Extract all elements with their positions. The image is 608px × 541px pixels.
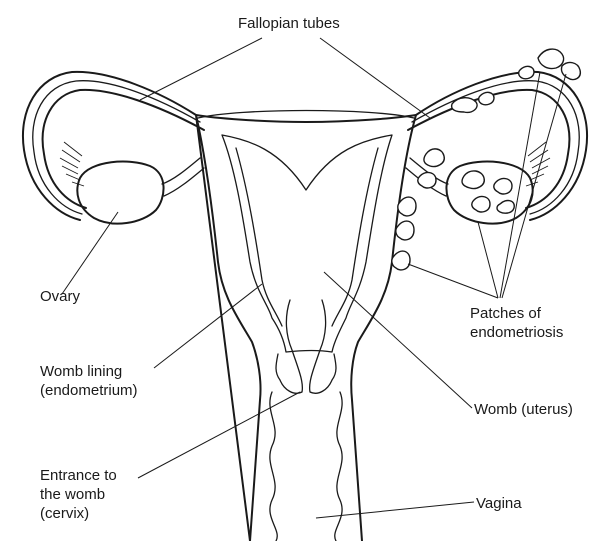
- uterus-fundus-line: [198, 111, 414, 119]
- left-ligament-lower: [164, 168, 204, 196]
- patch-ligament-2: [418, 173, 436, 188]
- patch-tube-mid-2: [479, 92, 494, 104]
- leader-womb-lining: [154, 284, 262, 368]
- label-entrance-line3: (cervix): [40, 504, 117, 523]
- left-ovarian-ligament: [162, 158, 200, 184]
- vagina-left-wall: [270, 392, 277, 541]
- label-patches-of-endometriosis: Patches of endometriosis: [470, 304, 563, 342]
- patch-tube-top-1: [538, 49, 564, 68]
- patch-ovary-1: [462, 171, 484, 189]
- patch-uterus-wall-2: [396, 221, 414, 240]
- patch-ovary-4: [497, 201, 514, 214]
- leader-vagina: [316, 502, 474, 518]
- patch-uterus-wall-3: [392, 251, 410, 270]
- patch-ovary-2: [494, 179, 512, 194]
- label-womb-lining-line1: Womb lining: [40, 362, 138, 381]
- leader-fallopian-right: [320, 38, 430, 118]
- label-womb-lining: Womb lining (endometrium): [40, 362, 138, 400]
- cervix-left-lip: [276, 300, 302, 393]
- leader-patches-2: [478, 222, 498, 298]
- label-vagina: Vagina: [476, 494, 522, 513]
- uterine-cavity: [222, 135, 392, 352]
- patch-tube-top-3: [519, 66, 534, 78]
- patch-ovary-3: [472, 197, 490, 212]
- left-ovary: [77, 162, 163, 224]
- patch-ligament-1: [424, 149, 444, 167]
- label-ovary: Ovary: [40, 287, 80, 306]
- uterus-outer-outline: [196, 115, 416, 541]
- right-ovary: [446, 162, 532, 224]
- label-patches-line2: endometriosis: [470, 323, 563, 342]
- left-fallopian-tube-inner: [43, 90, 204, 208]
- leader-patches-1: [408, 264, 498, 298]
- label-entrance-to-womb: Entrance to the womb (cervix): [40, 466, 117, 523]
- label-entrance-line2: the womb: [40, 485, 117, 504]
- label-womb-lining-line2: (endometrium): [40, 381, 138, 400]
- leader-womb: [324, 272, 472, 408]
- leader-cervix: [138, 392, 300, 478]
- patch-tube-mid: [452, 98, 477, 113]
- label-patches-line1: Patches of: [470, 304, 563, 323]
- leader-ovary: [62, 212, 118, 294]
- label-fallopian-tubes: Fallopian tubes: [238, 14, 340, 33]
- endometriosis-patches: [392, 49, 580, 270]
- patch-uterus-wall-1: [398, 197, 416, 216]
- right-fallopian-tube-outer: [416, 72, 587, 220]
- endometrium-line-right: [332, 148, 378, 326]
- label-entrance-line1: Entrance to: [40, 466, 117, 485]
- vagina-right-wall: [335, 392, 342, 541]
- label-womb-uterus: Womb (uterus): [474, 400, 573, 419]
- cervix-right-lip: [310, 300, 336, 393]
- patch-tube-top-2: [561, 63, 580, 80]
- leader-fallopian-left: [140, 38, 262, 100]
